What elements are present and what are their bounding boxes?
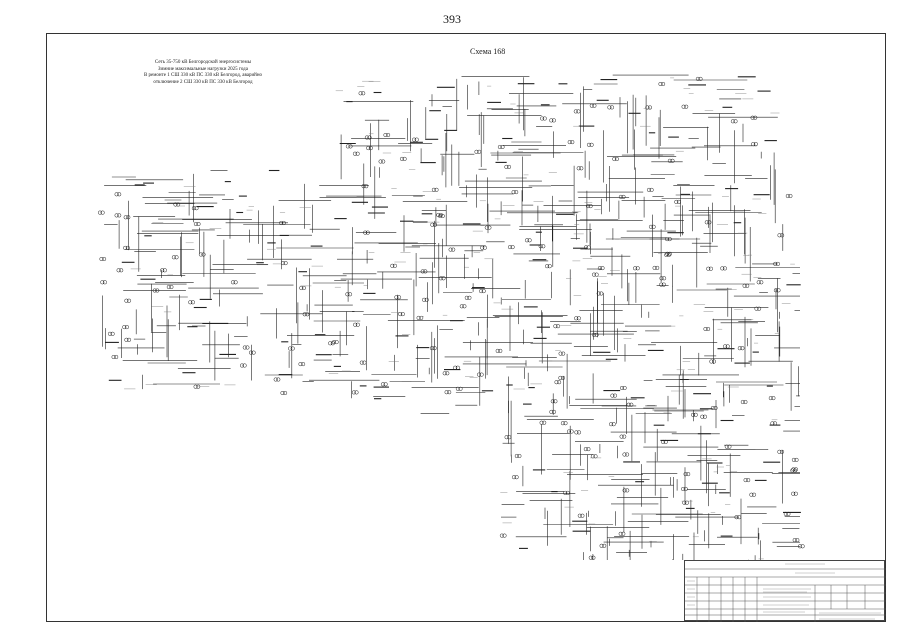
- caption-line-1: Сеть 35-750 кВ Белгородской энергосистем…: [154, 60, 252, 65]
- scheme-title: Схема 168: [470, 47, 506, 56]
- diagram-caption: Сеть 35-750 кВ Белгородской энергосистем…: [118, 60, 288, 86]
- schematic-lines: [102, 74, 801, 560]
- caption-line-2: Зимние максимальные нагрузки 2025 года: [158, 66, 248, 72]
- title-block-grid: [685, 563, 886, 622]
- caption-line-4: отключение 2 СШ 330 кВ ПС 330 кВ Белгоро…: [153, 79, 253, 85]
- caption-line-3: В ремонте 1 СШ 330 кВ ПС 330 кВ Белгород…: [143, 73, 263, 79]
- substation-symbols: [97, 76, 805, 560]
- page-number: 393: [443, 12, 461, 26]
- drawing-frame: [46, 33, 886, 622]
- title-block: [684, 560, 886, 622]
